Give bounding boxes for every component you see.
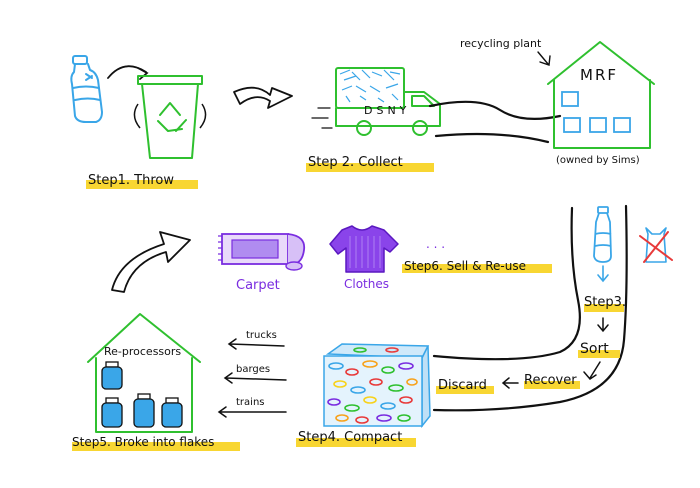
carpet-label: Carpet [236,278,280,293]
recover-label: Recover [524,373,577,388]
discard-label: Discard [438,378,487,393]
sort-arrow-2-icon [597,317,609,333]
sorted-bottle-icon [593,206,612,263]
road-lower-icon [434,132,550,144]
sort-to-recover-arrow-icon [583,361,601,380]
conveyor-left-line-icon [432,206,581,361]
transport-barges-label: barges [236,364,270,375]
bin-bag-right-icon [199,103,207,129]
step1-group: Step1. Throw [70,55,207,189]
recycling-plant-label: recycling plant [460,37,542,50]
trucks-arrow-icon [227,338,285,350]
recover-highlight [524,381,580,389]
sort-down-arrow-icon [597,265,609,283]
carpet-icon [218,233,306,271]
recycling-bin-icon [137,75,203,159]
re-processors-label: Re-processors [104,345,181,358]
flake-jars-icon [101,361,183,428]
speed-lines-icon [311,107,333,129]
trains-arrow-icon [217,406,287,418]
step1-label: Step1. Throw [88,173,174,188]
clothes-label: Clothes [344,277,389,291]
step2-group: DSNY Step 2. Collect [306,67,562,172]
step6-group: Carpet Clothes . . . Step6. Sell & Re-us… [218,225,552,293]
step3-highlight-2 [578,350,620,358]
mrf-group: recycling plant MRF (owned by Sims) [460,37,655,166]
recycling-plant-arrow-icon [537,51,551,66]
step6-label: Step6. Sell & Re-use [404,259,526,273]
step5-group: Re-processors Step5. Broke into flakes [72,313,240,451]
flow-arrow-5-icon [111,231,191,293]
step2-label: Step 2. Collect [308,155,403,170]
throw-arrowhead-icon [137,67,149,80]
mrf-windows-icon [561,91,631,133]
step3-highlight-1 [584,304,624,312]
mrf-label: MRF [580,66,618,84]
conveyor-right-line-icon [432,204,628,412]
bin-bag-left-icon [133,103,141,129]
truck-trash-icon [339,69,401,103]
mrf-building-icon [547,41,655,149]
discard-highlight [436,386,494,394]
step2-highlight [306,163,434,172]
plastic-bottle-icon [70,55,103,123]
compacted-bale-icon [323,343,431,429]
truck-label: DSNY [364,104,410,117]
flow-arrow-1-icon [233,86,293,109]
re-processor-building-icon [87,313,201,433]
step3-label-line2: Sort [580,341,609,357]
clothes-icon [329,225,399,273]
step4-label: Step4. Compact [298,430,402,445]
step4-highlight [296,438,416,447]
recover-to-discard-arrow-icon [501,377,519,389]
more-products-label: . . . [426,237,445,251]
step5-highlight [72,442,240,451]
step6-highlight [402,264,552,273]
barges-arrow-icon [223,372,287,384]
step1-highlight [86,180,198,189]
step4-group: Step4. Compact [296,343,431,447]
transport-trucks-label: trucks [246,330,277,341]
transport-trains-label: trains [236,397,265,408]
owned-by-label: (owned by Sims) [556,155,640,166]
step5-label: Step5. Broke into flakes [72,435,214,449]
road-upper-icon [428,100,562,121]
transport-group: trucks barges trains [217,330,287,418]
step3-label-line1: Step3. [584,295,626,310]
step3-group: Step3. Sort Recover Discard [432,204,673,412]
crossed-bag-icon [639,227,673,263]
